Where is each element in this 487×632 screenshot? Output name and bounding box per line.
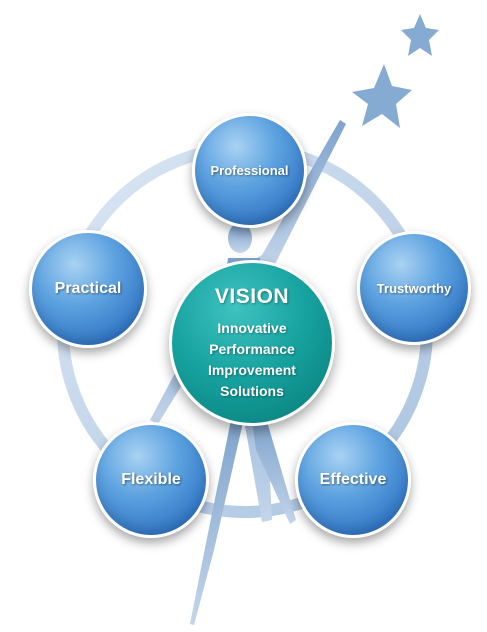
star-icon xyxy=(401,14,439,56)
vision-line: Solutions xyxy=(220,382,284,399)
node-professional-label: Professional xyxy=(210,163,289,178)
node-trustworthy-label: Trustworthy xyxy=(376,280,452,296)
node-practical: Practical xyxy=(29,230,147,348)
vision-center: VISION Innovative Performance Improvemen… xyxy=(169,260,335,426)
vision-line: Innovative xyxy=(217,319,287,336)
node-effective: Effective xyxy=(295,422,411,538)
node-trustworthy: Trustworthy xyxy=(357,231,471,345)
node-effective-label: Effective xyxy=(319,471,387,488)
vision-title: VISION xyxy=(214,284,290,308)
vision-line: Performance xyxy=(209,340,295,357)
node-flexible-label: Flexible xyxy=(121,471,181,488)
node-professional: Professional xyxy=(192,113,307,228)
node-flexible: Flexible xyxy=(93,422,209,538)
node-practical-label: Practical xyxy=(54,280,122,297)
vision-line: Improvement xyxy=(208,361,296,378)
star-icon xyxy=(352,64,412,128)
